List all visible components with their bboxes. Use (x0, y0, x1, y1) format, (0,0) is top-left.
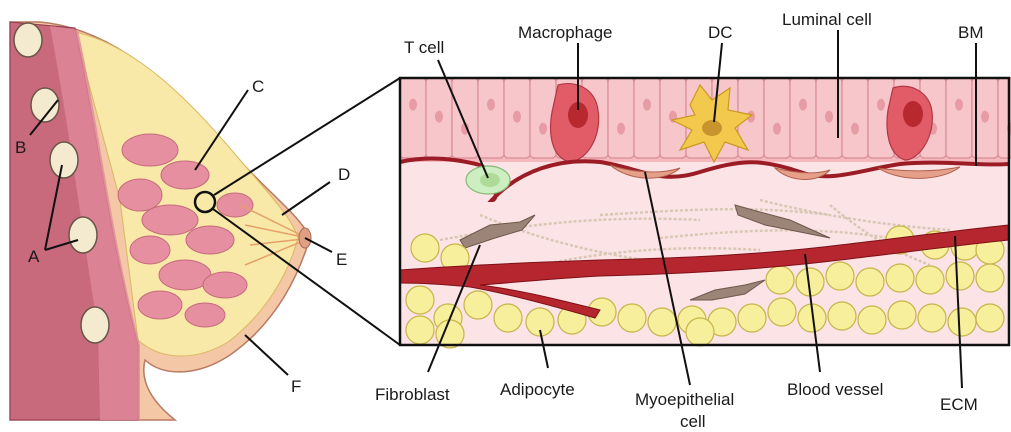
adipocyte-cell (826, 262, 854, 290)
adipocyte-cell (411, 234, 439, 262)
label-a: A (28, 247, 40, 266)
luminal-cell-nucleus (435, 111, 443, 123)
luminal-cell (946, 78, 972, 158)
luminal-cell-nucleus (409, 99, 417, 111)
label-bm: BM (958, 23, 984, 42)
luminal-cell (764, 78, 790, 158)
breast-overview: B A C D E F (10, 22, 350, 420)
adipocyte-cell (918, 304, 946, 332)
label-f: F (291, 377, 301, 396)
luminal-cell-nucleus (799, 99, 807, 111)
luminal-cell (790, 78, 816, 158)
luminal-cell-nucleus (487, 99, 495, 111)
label-blood-vessel: Blood vessel (787, 380, 883, 399)
adipocyte-cell (686, 318, 714, 346)
adipocyte-cell (948, 308, 976, 336)
adipocyte-cell (946, 262, 974, 290)
luminal-cell (842, 78, 868, 158)
luminal-cell (400, 78, 426, 158)
adipocyte-cell (888, 301, 916, 329)
luminal-cell-nucleus (981, 111, 989, 123)
zoom-line-top (214, 78, 400, 195)
adipocyte-cell (828, 302, 856, 330)
adipocyte-cell (976, 264, 1004, 292)
label-e: E (336, 250, 347, 269)
label-myoepithelial-line1: Myoepithelial (635, 390, 734, 409)
label-dc: DC (708, 23, 733, 42)
label-adipocyte: Adipocyte (500, 380, 575, 399)
adipocyte-cell (618, 304, 646, 332)
adipocyte-cell (886, 264, 914, 292)
adipocyte-cell (464, 291, 492, 319)
label-b: B (15, 138, 26, 157)
luminal-cell-nucleus (877, 99, 885, 111)
adipocyte-cell (406, 286, 434, 314)
luminal-cell (478, 78, 504, 158)
luminal-cell-nucleus (643, 99, 651, 111)
adipocyte-cell (768, 298, 796, 326)
adipocyte-cell (856, 268, 884, 296)
adipocyte-cell (738, 304, 766, 332)
label-t-cell: T cell (404, 38, 444, 57)
adipocyte-cell (858, 306, 886, 334)
luminal-cell-nucleus (773, 123, 781, 135)
label-fibroblast: Fibroblast (375, 385, 450, 404)
t-cell (466, 166, 510, 194)
luminal-cell-nucleus (851, 123, 859, 135)
luminal-cell-nucleus (513, 111, 521, 123)
luminal-cell (608, 78, 634, 158)
luminal-cell-nucleus (825, 111, 833, 123)
luminal-cell-nucleus (955, 99, 963, 111)
luminal-cell-nucleus (617, 123, 625, 135)
adipocyte-cell (406, 316, 434, 344)
adipocyte-cell (648, 308, 676, 336)
adipocyte-cell (976, 304, 1004, 332)
label-c: C (252, 77, 264, 96)
label-ecm: ECM (940, 395, 978, 414)
label-macrophage: Macrophage (518, 23, 613, 42)
label-d: D (338, 165, 350, 184)
label-luminal-cell: Luminal cell (782, 10, 872, 29)
adipocyte-cell (494, 304, 522, 332)
adipocyte-cell (916, 266, 944, 294)
adipocyte-cell (766, 266, 794, 294)
label-myoepithelial-line2: cell (680, 412, 706, 431)
luminal-cell-nucleus (539, 123, 547, 135)
luminal-cell (634, 78, 660, 158)
tissue-detail: T cell Macrophage DC Luminal cell BM Fib… (375, 10, 1011, 431)
